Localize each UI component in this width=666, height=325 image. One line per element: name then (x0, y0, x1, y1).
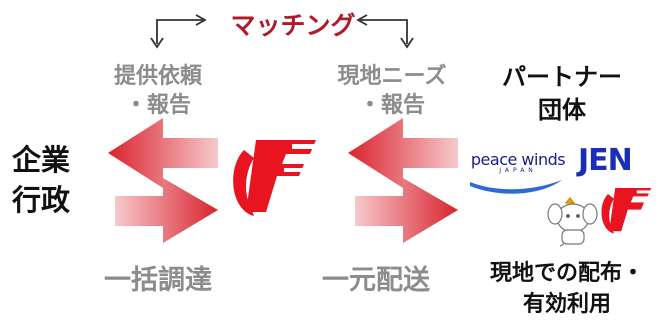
arrow-right-lower (115, 178, 218, 243)
local-needs-line2: ・報告 (358, 93, 425, 118)
brand-logo-small (601, 188, 655, 234)
company-government-label: 企業 行政 (6, 140, 76, 220)
local-distribution-line2: 有効利用 (522, 291, 611, 317)
partner-org-label: パートナー 団体 (488, 60, 636, 126)
peace-winds-logo: peace winds JAPAN (466, 150, 570, 182)
jen-logo: JEN (578, 143, 633, 178)
matching-connector-left (150, 14, 207, 49)
peace-winds-text: peace winds (470, 150, 566, 169)
arrow-left-upper (108, 118, 218, 188)
company-label: 企業 (11, 143, 70, 177)
request-report-line1: 提供依頼 (113, 64, 202, 89)
elephant-mascot-icon (547, 197, 598, 247)
request-report-line2: ・報告 (124, 93, 191, 118)
local-distribution-label: 現地での配布・ 有効利用 (472, 258, 662, 320)
peace-winds-swoosh (470, 180, 562, 194)
bulk-procurement-label: 一括調達 (104, 265, 212, 296)
brand-logo (233, 140, 322, 216)
government-label: 行政 (11, 183, 70, 217)
local-needs-label: 現地ニーズ ・報告 (322, 62, 462, 120)
arrow-right-lower-right (355, 178, 458, 243)
local-distribution-line1: 現地での配布・ (489, 260, 644, 286)
local-needs-line1: 現地ニーズ (337, 64, 447, 89)
request-report-label: 提供依頼 ・報告 (98, 62, 218, 120)
partner-line1: パートナー (502, 62, 622, 91)
matching-connector-right (356, 14, 414, 49)
partner-line2: 団体 (538, 95, 586, 124)
matching-label: マッチング (230, 11, 356, 40)
unified-delivery-label: 一元配送 (322, 265, 430, 296)
peace-winds-subtext: JAPAN (499, 167, 537, 174)
arrow-left-upper-right (348, 118, 458, 188)
